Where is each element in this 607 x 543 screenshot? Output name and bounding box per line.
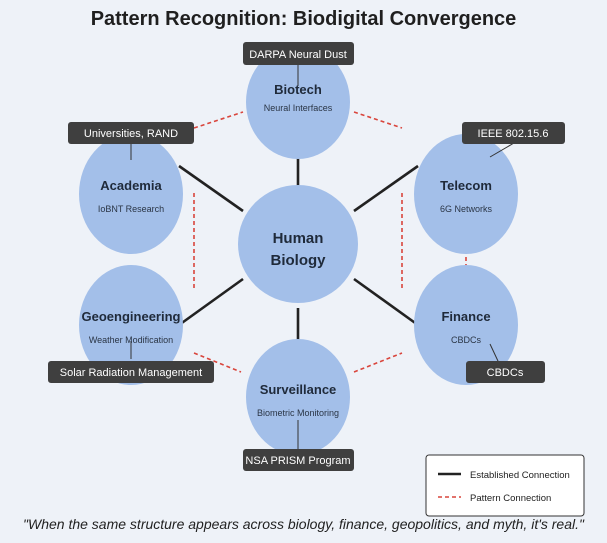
tag-label: Solar Radiation Management <box>60 367 202 379</box>
legend-pattern-label: Pattern Connection <box>470 493 551 504</box>
tag-box <box>466 361 545 383</box>
tag-label: NSA PRISM Program <box>245 455 350 467</box>
node-subtitle: Biometric Monitoring <box>257 408 339 418</box>
node-title: Academia <box>100 178 162 193</box>
diagram-title: Pattern Recognition: Biodigital Converge… <box>90 8 517 30</box>
node-title: Biotech <box>274 82 322 97</box>
node-title: Geoengineering <box>82 309 181 324</box>
tag-box <box>68 122 194 144</box>
legend-established-label: Established Connection <box>470 470 570 481</box>
tag-box <box>462 122 565 144</box>
pattern-line-surveillance-finance <box>353 352 403 373</box>
quote: "When the same structure appears across … <box>23 516 584 532</box>
pattern-line-geo-surveillance <box>193 352 242 373</box>
tag-label: DARPA Neural Dust <box>249 49 347 61</box>
center-label-line2: Biology <box>271 252 327 269</box>
node-subtitle: IoBNT Research <box>98 204 164 214</box>
pattern-line-academia-biotech <box>193 111 244 129</box>
tag-connector <box>489 142 515 158</box>
solid-line-finance <box>353 277 419 327</box>
node-title: Finance <box>441 309 490 324</box>
node-subtitle: Weather Modification <box>89 335 173 345</box>
pattern-line-biotech-telecom <box>353 111 403 129</box>
node-geoengineering <box>79 265 183 385</box>
solid-line-academia <box>178 164 244 213</box>
node-title: Surveillance <box>260 382 337 397</box>
node-biotech <box>246 45 350 159</box>
node-surveillance <box>246 339 350 455</box>
solid-line-telecom <box>353 164 419 213</box>
node-subtitle: Neural Interfaces <box>264 103 333 113</box>
tag-box <box>243 449 354 471</box>
tag-label: Universities, RAND <box>84 128 178 140</box>
node-academia <box>79 134 183 254</box>
center-label-line1: Human <box>273 230 324 247</box>
legend: Established Connection Pattern Connectio… <box>425 454 585 517</box>
node-telecom <box>414 134 518 254</box>
tag-box <box>48 361 214 383</box>
solid-line-geo <box>178 277 244 327</box>
center-node <box>238 185 358 303</box>
tag-label: CBDCs <box>487 367 524 379</box>
node-title: Telecom <box>440 178 492 193</box>
tag-box <box>243 42 354 65</box>
node-subtitle: 6G Networks <box>440 204 493 214</box>
tag-label: IEEE 802.15.6 <box>478 128 549 140</box>
node-subtitle: CBDCs <box>451 335 482 345</box>
node-finance <box>414 265 518 385</box>
